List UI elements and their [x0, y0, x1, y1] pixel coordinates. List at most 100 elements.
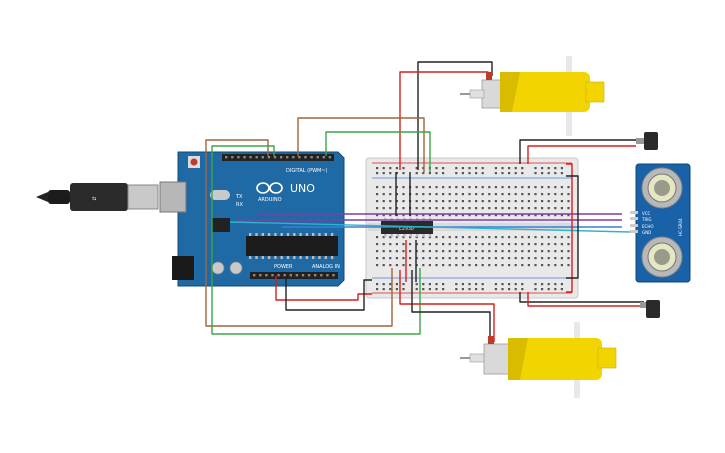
- breadboard-hole: [475, 288, 478, 291]
- breadboard-hole: [521, 288, 524, 291]
- breadboard-hole: [428, 243, 431, 246]
- breadboard-hole: [534, 172, 537, 175]
- breadboard-hole: [468, 250, 471, 253]
- header-pin: [307, 274, 311, 277]
- header-pin: [328, 156, 332, 159]
- breadboard-hole: [534, 236, 537, 239]
- breadboard-hole: [455, 207, 458, 210]
- breadboard-holes: [376, 167, 570, 291]
- breadboard-hole: [455, 264, 458, 267]
- breadboard-hole: [501, 186, 504, 189]
- breadboard-hole: [541, 288, 544, 291]
- breadboard-hole: [488, 243, 491, 246]
- breadboard-hole: [481, 264, 484, 267]
- chip-pin: [280, 256, 283, 259]
- breadboard-hole: [560, 172, 563, 175]
- digital-header-label: DIGITAL (PWM~): [286, 168, 328, 174]
- breadboard-hole: [382, 214, 385, 217]
- breadboard-hole: [547, 172, 550, 175]
- breadboard-hole: [435, 193, 438, 196]
- breadboard-hole: [376, 243, 379, 246]
- chip-pin: [299, 256, 302, 259]
- header-pin: [225, 156, 228, 159]
- breadboard-hole: [448, 264, 451, 267]
- breadboard-hole: [514, 236, 517, 239]
- breadboard-hole: [435, 250, 438, 253]
- breadboard-hole: [415, 172, 418, 175]
- breadboard-hole: [402, 167, 405, 170]
- breadboard-hole: [481, 257, 484, 260]
- breadboard-hole: [481, 236, 484, 239]
- usb-cable: ⇆: [36, 183, 159, 211]
- chip-pin: [267, 233, 271, 236]
- breadboard-hole: [435, 236, 438, 239]
- breadboard-hole: [461, 257, 464, 260]
- header-pin: [277, 274, 280, 277]
- breadboard-hole: [461, 214, 464, 217]
- breadboard-hole: [455, 167, 458, 170]
- breadboard-hole: [402, 193, 405, 196]
- breadboard-hole: [461, 236, 464, 239]
- analog-header-label: ANALOG IN: [312, 264, 340, 270]
- breadboard-hole: [382, 167, 385, 170]
- breadboard-hole: [435, 172, 438, 175]
- breadboard-hole: [541, 172, 544, 175]
- breadboard-hole: [501, 236, 504, 239]
- chip-pin: [249, 256, 252, 259]
- breadboard-hole: [395, 257, 398, 260]
- breadboard-hole: [409, 243, 412, 246]
- breadboard-hole: [461, 172, 464, 175]
- breadboard-hole: [534, 186, 537, 189]
- breadboard-hole: [468, 243, 471, 246]
- breadboard-hole: [494, 288, 497, 291]
- breadboard-hole: [455, 250, 458, 253]
- breadboard-hole: [514, 172, 517, 175]
- breadboard-hole: [461, 167, 464, 170]
- wire-red: [527, 292, 644, 307]
- chip-pin: [305, 256, 309, 259]
- wire-red: [275, 276, 372, 301]
- breadboard-hole: [514, 257, 517, 260]
- breadboard-hole: [547, 283, 550, 286]
- usb-jack: [159, 181, 187, 213]
- breadboard-hole: [554, 186, 557, 189]
- breadboard-hole: [382, 236, 385, 239]
- breadboard-hole: [554, 243, 557, 246]
- breadboard-hole: [422, 257, 425, 260]
- breadboard-hole: [402, 214, 405, 217]
- breadboard-hole: [461, 283, 464, 286]
- breadboard-hole: [541, 283, 544, 286]
- power-jack: [172, 256, 194, 280]
- breadboard-hole: [527, 250, 530, 253]
- breadboard-hole: [554, 236, 557, 239]
- breadboard-hole: [494, 172, 497, 175]
- breadboard-hole: [527, 236, 530, 239]
- breadboard-hole: [422, 236, 425, 239]
- chip-pin: [293, 233, 296, 236]
- breadboard-hole: [527, 207, 530, 210]
- breadboard-hole: [494, 207, 497, 210]
- sensor-transducer-top: [641, 167, 683, 209]
- breadboard-hole: [501, 264, 504, 267]
- header-pin: [314, 274, 317, 277]
- breadboard-hole: [488, 257, 491, 260]
- chip-pin: [267, 256, 271, 259]
- breadboard-hole: [547, 214, 550, 217]
- breadboard-hole: [514, 264, 517, 267]
- breadboard-hole: [521, 214, 524, 217]
- breadboard-hole: [415, 200, 418, 203]
- breadboard-hole: [382, 193, 385, 196]
- ic-pin: [384, 234, 387, 237]
- ic-label: L293D: [399, 226, 414, 232]
- chip-pin: [318, 233, 321, 236]
- breadboard-hole: [455, 243, 458, 246]
- wire-red: [399, 270, 495, 342]
- breadboard-hole: [501, 257, 504, 260]
- breadboard-hole: [382, 243, 385, 246]
- wire-red: [399, 71, 489, 170]
- breadboard-hole: [475, 264, 478, 267]
- breadboard-hole: [534, 167, 537, 170]
- breadboard-hole: [461, 186, 464, 189]
- chip-pin: [274, 233, 277, 236]
- breadboard-hole: [547, 250, 550, 253]
